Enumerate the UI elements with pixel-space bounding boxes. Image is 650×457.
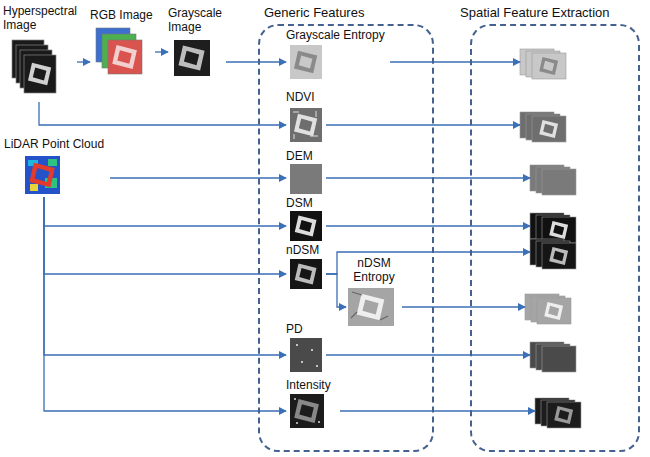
arrow-connector xyxy=(326,274,346,307)
arrow-connector xyxy=(390,61,520,62)
node-label: Hyperspectral Image xyxy=(3,4,77,32)
arrow-connector xyxy=(77,61,90,62)
feature-node: NDVI xyxy=(286,90,326,144)
feature-node: nDSM xyxy=(286,243,326,290)
image-node: Grayscale Image xyxy=(168,6,226,78)
hyperspectral-stack xyxy=(12,40,56,93)
group-box: Generic FeaturesGrayscale EntropyNDVIDEM… xyxy=(258,24,434,452)
grayscale-image xyxy=(174,40,210,76)
rgb-stack xyxy=(96,28,142,74)
arrow-connector xyxy=(155,51,168,52)
feature-node: Intensity xyxy=(286,378,340,429)
arrow-connector xyxy=(44,197,286,226)
node-label: nDSM xyxy=(286,243,326,257)
node-label: PD xyxy=(286,322,326,336)
node-label: NDVI xyxy=(286,90,326,104)
arrow-connector xyxy=(44,197,286,355)
feature-node: DEM xyxy=(286,149,326,195)
arrow-connector xyxy=(226,61,286,62)
arrow-connector xyxy=(44,197,286,411)
node-label: Grayscale Image xyxy=(168,6,226,34)
image-node: RGB Image xyxy=(90,8,155,78)
feature-node: nDSM Entropy xyxy=(346,256,402,328)
group-box: Spatial Feature Extraction xyxy=(470,24,640,452)
arrow-connector xyxy=(326,225,530,226)
arrow-connector xyxy=(44,197,286,274)
image-node: LiDAR Point Cloud xyxy=(4,137,110,197)
feature-node: Grayscale Entropy xyxy=(286,28,390,81)
arrow-connector xyxy=(326,124,520,125)
arrow-connector xyxy=(326,354,530,355)
node-label: nDSM Entropy xyxy=(346,256,402,284)
spatial-feature-stacks xyxy=(520,49,581,428)
arrow-connector xyxy=(402,306,525,307)
arrow-connector xyxy=(39,102,286,125)
arrow-connector xyxy=(340,410,535,411)
node-label: LiDAR Point Cloud xyxy=(4,137,110,151)
group-heading: Generic Features xyxy=(264,5,364,21)
node-label: RGB Image xyxy=(90,8,155,22)
lidar-point-cloud xyxy=(25,156,60,194)
node-label: DSM xyxy=(286,196,326,210)
feature-node: PD xyxy=(286,322,326,373)
node-label: Intensity xyxy=(286,378,340,392)
node-label: Grayscale Entropy xyxy=(286,28,390,42)
image-node: Hyperspectral Image xyxy=(3,4,77,102)
group-heading: Spatial Feature Extraction xyxy=(460,5,610,21)
feature-node: DSM xyxy=(286,196,326,242)
arrow-connector xyxy=(326,177,530,178)
node-label: DEM xyxy=(286,149,326,163)
